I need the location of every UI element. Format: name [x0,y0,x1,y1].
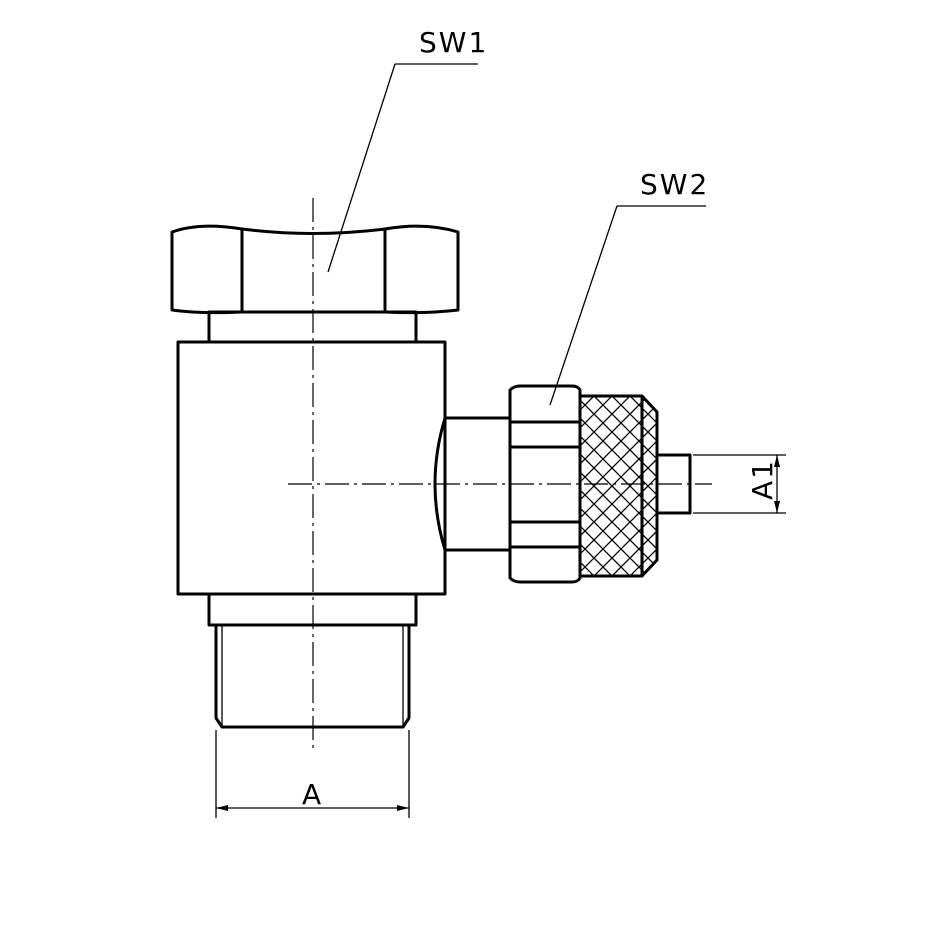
side-hex-nut [508,384,582,584]
dimension-a1 [693,454,786,514]
top-hex-nut [170,224,460,315]
knurled-collet [578,394,659,578]
label-a1: A1 [746,459,779,500]
leader-sw2 [549,205,706,406]
label-sw2: SW2 [640,168,709,201]
main-body [176,340,447,596]
label-a: A [302,778,323,811]
dimension-a [215,730,410,818]
side-boss [433,416,512,552]
threaded-stud [214,623,411,729]
label-sw1: SW1 [419,26,488,59]
leader-sw1 [327,63,478,273]
